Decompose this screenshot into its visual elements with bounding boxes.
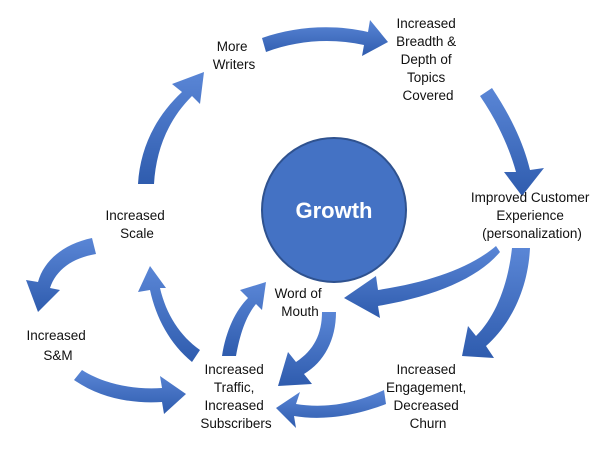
arrow-traffic-to-wom: [222, 282, 266, 356]
arrow-scale-to-sm: [26, 238, 96, 312]
node-traffic: Increased Traffic, Increased Subscribers: [200, 362, 272, 431]
arrow-breadth-to-experience: [480, 88, 544, 196]
arrow-wom-to-traffic: [278, 312, 336, 386]
growth-circle: [261, 137, 407, 283]
growth-label: Growth: [296, 198, 373, 223]
arrow-traffic-to-scale: [138, 266, 200, 362]
arrow-engagement-to-traffic: [276, 390, 386, 428]
arrow-experience-to-engagement: [462, 248, 530, 358]
node-word-of-mouth: Word of Mouth: [275, 286, 326, 319]
arrow-experience-to-wom: [344, 246, 500, 318]
arrow-sm-to-traffic: [74, 370, 186, 414]
arrow-writers-to-breadth: [262, 20, 388, 56]
node-engagement: Increased Engagement, Decreased Churn: [386, 362, 470, 431]
node-breadth-depth: Increased Breadth & Depth of Topics Cove…: [396, 16, 460, 103]
node-scale: Increased Scale: [105, 208, 168, 241]
arrow-scale-to-writers: [138, 72, 204, 184]
node-customer-experience: Improved Customer Experience (personaliz…: [471, 190, 593, 241]
node-more-writers: More Writers: [213, 39, 256, 72]
node-sm: Increased S&M: [26, 328, 89, 363]
